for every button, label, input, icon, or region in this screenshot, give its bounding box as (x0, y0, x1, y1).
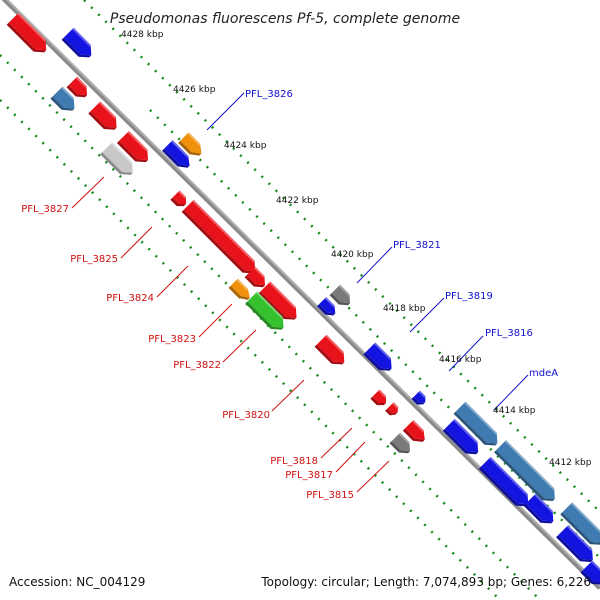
gene-label-pfl3817[interactable]: PFL_3817 (285, 470, 333, 481)
leader-pfl3827 (71, 176, 105, 209)
gene-label-pfl3820[interactable]: PFL_3820 (222, 410, 270, 421)
gene-label-pfl3827[interactable]: PFL_3827 (21, 204, 69, 215)
leader-pfl3819 (409, 297, 445, 333)
gene-arrow-blue[interactable] (523, 493, 559, 529)
gene-arrow-steelblue[interactable] (453, 401, 503, 451)
tick-label: 4420 kbp (331, 250, 374, 260)
tick-label: 4418 kbp (383, 304, 426, 314)
gene-label-pfl3826[interactable]: PFL_3826 (245, 89, 293, 100)
gene-arrow-red[interactable] (244, 266, 270, 292)
gene-arrow-red[interactable] (170, 190, 189, 210)
gene-label-pfl3821[interactable]: PFL_3821 (393, 240, 441, 251)
gene-arrow-red[interactable] (88, 101, 121, 134)
accession-text: Accession: NC_004129 (9, 575, 145, 589)
gene-arrow-orange[interactable] (178, 132, 206, 160)
gene-labels-forward: PFL_3826 PFL_3821 PFL_3819 PFL_3816 mdeA (245, 89, 558, 379)
tick-label: 4412 kbp (549, 458, 592, 468)
tick-label: 4416 kbp (439, 355, 482, 365)
gene-arrow-red[interactable] (402, 419, 429, 446)
leader-pfl3820 (271, 379, 305, 412)
gene-arrow-blue[interactable] (316, 297, 339, 319)
gene-arrow-orange[interactable] (228, 278, 254, 304)
leader-mdea (493, 374, 529, 411)
gene-arrow-red[interactable] (258, 281, 301, 324)
leader-pfl3826 (206, 92, 245, 131)
tick-label: 4422 kbp (276, 196, 319, 206)
gene-label-pfl3816[interactable]: PFL_3816 (485, 328, 533, 339)
gene-arrow-red[interactable] (116, 131, 153, 167)
gene-label-pfl3825[interactable]: PFL_3825 (70, 254, 118, 265)
leader-pfl3825 (120, 226, 153, 259)
leader-pfl3817 (335, 441, 366, 473)
gene-label-pfl3818[interactable]: PFL_3818 (270, 456, 318, 467)
leader-pfl3821 (356, 246, 393, 284)
gene-arrow-red[interactable] (385, 402, 401, 418)
gene-label-mdea[interactable]: mdeA (529, 368, 558, 379)
gene-arrow-green[interactable] (245, 291, 288, 334)
gene-arrow-steelblue[interactable] (560, 502, 600, 549)
gene-arrow-red[interactable] (66, 76, 92, 102)
gene-label-pfl3819[interactable]: PFL_3819 (445, 291, 493, 302)
gene-arrow-blue[interactable] (363, 342, 396, 375)
gene-arrow-steelblue[interactable] (50, 86, 79, 116)
gene-arrow-red[interactable] (181, 199, 260, 278)
dotted-line-outer-upper (83, 0, 600, 513)
tick-label: 4414 kbp (493, 406, 536, 416)
gene-labels-reverse: PFL_3827 PFL_3825 PFL_3824 PFL_3823 PFL_… (21, 204, 354, 501)
tick-label: 4428 kbp (121, 30, 164, 40)
gene-label-pfl3824[interactable]: PFL_3824 (106, 293, 154, 304)
gene-features (6, 12, 600, 590)
label-leader-lines (71, 92, 529, 493)
leader-pfl3818 (320, 427, 353, 459)
gene-arrow-red[interactable] (314, 334, 350, 370)
gene-arrow-blue[interactable] (442, 418, 483, 459)
leader-pfl3822 (222, 329, 257, 363)
gene-arrow-red[interactable] (6, 12, 52, 58)
dotted-line-outer-lower (0, 99, 501, 600)
leader-pfl3823 (198, 303, 233, 338)
topology-text: Topology: circular; Length: 7,074,893 bp… (260, 575, 591, 589)
tick-label: 4426 kbp (173, 85, 216, 95)
leader-pfl3816 (448, 335, 484, 372)
gene-arrow-red[interactable] (370, 389, 389, 409)
gene-arrow-blue[interactable] (162, 140, 194, 172)
gene-arrow-gray[interactable] (329, 284, 355, 310)
tick-labels: 4428 kbp 4426 kbp 4424 kbp 4422 kbp 4420… (121, 30, 592, 468)
gene-arrow-steelblue[interactable] (494, 440, 560, 506)
gene-arrow-blue[interactable] (556, 525, 598, 567)
gene-arrow-blue[interactable] (61, 27, 97, 63)
gene-arrow-gray[interactable] (389, 432, 415, 458)
gene-label-pfl3823[interactable]: PFL_3823 (148, 334, 196, 345)
tick-label: 4424 kbp (224, 141, 267, 151)
leader-pfl3824 (156, 265, 189, 298)
gene-arrow-blue[interactable] (411, 390, 428, 408)
gene-arrow-blue[interactable] (580, 560, 600, 590)
leader-pfl3815 (356, 460, 390, 493)
gene-label-pfl3815[interactable]: PFL_3815 (306, 490, 354, 501)
map-title: Pseudomonas fluorescens Pf-5, complete g… (110, 11, 460, 27)
gene-label-pfl3822[interactable]: PFL_3822 (173, 360, 221, 371)
gene-arrow-blue[interactable] (478, 456, 533, 511)
gene-arrow-gray[interactable] (100, 142, 137, 179)
